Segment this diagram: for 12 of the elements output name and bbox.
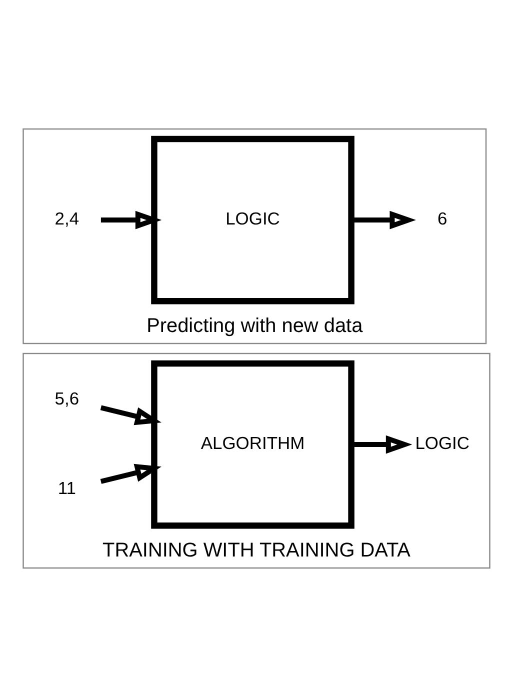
arrow <box>100 464 162 484</box>
arrow <box>351 435 412 454</box>
node-text: 5,6 <box>54 388 80 408</box>
arrow <box>100 210 162 230</box>
node-text: LOGIC <box>415 433 470 454</box>
arrow <box>100 405 162 426</box>
node-text: 11 <box>58 478 76 498</box>
node-box: ALGORITHM <box>151 360 354 529</box>
node-box: LOGIC <box>151 136 354 304</box>
node-text: 6 <box>437 208 448 229</box>
node-text: 2,4 <box>54 208 80 229</box>
arrow <box>351 210 416 230</box>
